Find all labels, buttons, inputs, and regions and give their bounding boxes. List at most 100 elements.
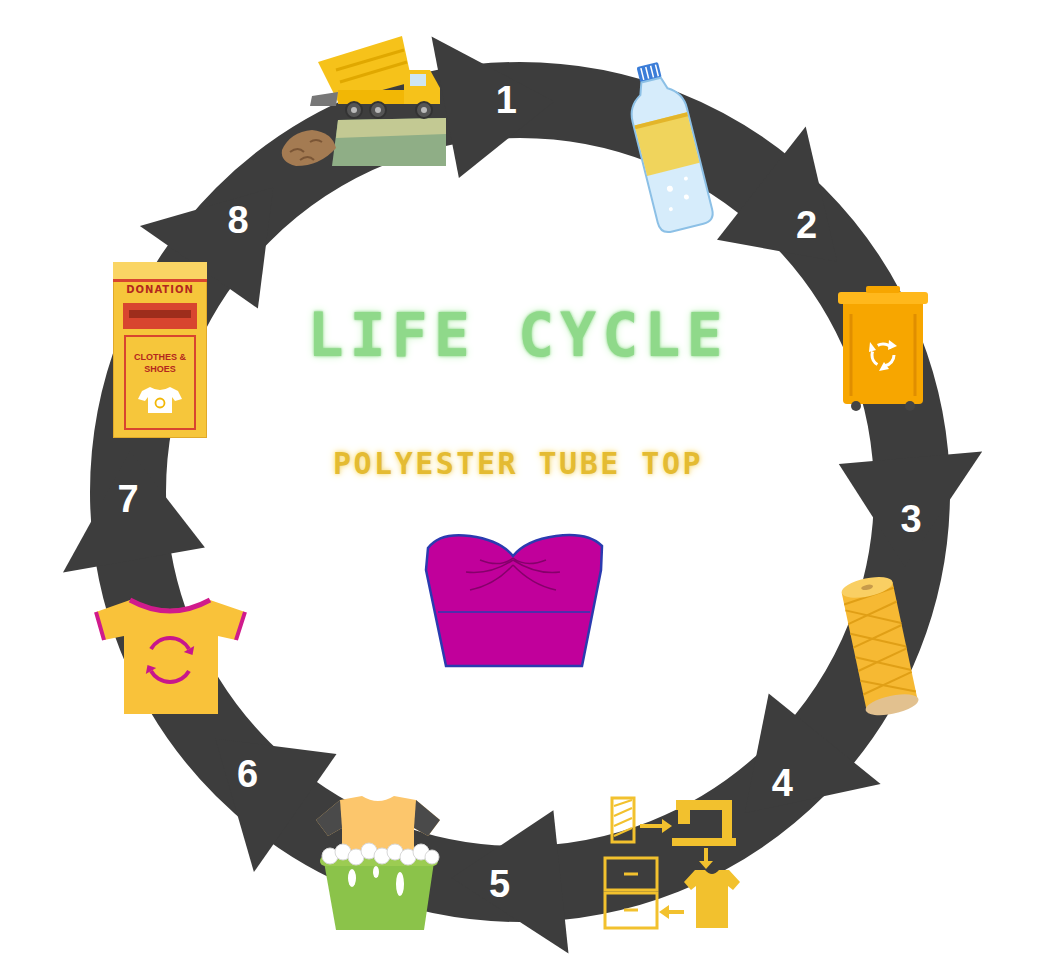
recycling-bin-icon	[869, 342, 876, 352]
landfill-truck-icon	[310, 92, 338, 106]
landfill-truck-icon	[346, 102, 362, 118]
tube-top-illustration	[438, 611, 590, 613]
landfill-truck-icon	[282, 130, 336, 166]
arrow-head	[215, 739, 336, 872]
plastic-bottle-icon	[641, 65, 658, 80]
callout-number: 2	[796, 206, 817, 244]
yarn-spool-icon	[839, 573, 921, 719]
plastic-bottle-icon	[668, 207, 673, 212]
callout-number: 1	[496, 81, 517, 119]
callout-number: 6	[237, 755, 258, 793]
reuse-shirt-icon	[151, 671, 189, 682]
callout-number: 7	[118, 480, 139, 518]
arrow-head	[839, 452, 982, 567]
plastic-bottle-icon	[684, 176, 689, 181]
reuse-shirt-icon	[146, 665, 156, 674]
recycling-bin-icon	[866, 286, 900, 293]
reuse-shirt-icon	[96, 600, 245, 714]
tube-top-illustration	[426, 535, 602, 666]
plastic-bottle-icon	[666, 185, 673, 192]
plastic-bottle-icon	[635, 112, 700, 176]
washing-icon	[316, 800, 342, 836]
landfill-truck-icon	[332, 118, 446, 166]
yarn-spool-icon	[842, 582, 918, 710]
washing-icon	[396, 872, 404, 896]
landfill-truck-icon	[290, 140, 322, 160]
recycle-symbol	[156, 399, 165, 408]
reuse-shirt-icon	[151, 638, 189, 649]
arrow-head	[63, 451, 205, 573]
washing-icon	[316, 796, 440, 930]
yarn-spool-icon	[861, 584, 874, 591]
manufacturing-icon	[684, 870, 740, 928]
landfill-truck-icon	[416, 102, 432, 118]
recycling-bin-icon	[851, 314, 915, 396]
bin-heading: DONATION	[113, 284, 207, 296]
panel-text: CLOTHES & SHOES	[126, 337, 194, 375]
manufacturing-icon	[678, 810, 690, 824]
callout-number: 5	[489, 865, 510, 903]
arrow-head	[452, 810, 569, 953]
landfill-truck-icon	[421, 107, 427, 113]
panel-art	[126, 337, 194, 428]
landfill-truck-icon	[375, 107, 381, 113]
donation-bin: DONATION CLOTHES & SHOES	[113, 262, 207, 438]
manufacturing-icon	[624, 874, 638, 910]
washing-icon	[324, 862, 434, 930]
callout-number: 3	[900, 500, 921, 538]
manufacturing-icon	[722, 800, 732, 840]
arrow-heads	[63, 37, 982, 954]
callout-number: 4	[772, 764, 793, 802]
recycling-bin-icon	[879, 362, 889, 371]
plastic-bottle-icon	[624, 73, 715, 234]
landfill-truck-icon	[404, 70, 440, 104]
manufacturing-icon	[640, 824, 662, 828]
reuse-shirt-icon	[130, 600, 210, 611]
manufacturing-icon	[605, 798, 740, 928]
yarn-spool-icon	[840, 573, 895, 601]
manufacturing-icon	[612, 798, 634, 842]
manufacturing-icon	[662, 819, 672, 833]
landfill-truck-icon	[370, 102, 386, 118]
arrow-head	[432, 37, 555, 178]
yarn-spool-icon	[864, 690, 921, 719]
manufacturing-icon	[704, 848, 708, 862]
bin-stripe	[113, 279, 207, 282]
landfill-truck-icon	[282, 36, 446, 166]
recycling-bin-icon	[888, 340, 897, 350]
subtitle-label: POLYESTER TUBE TOP	[333, 446, 703, 481]
donation-panel: CLOTHES & SHOES	[124, 335, 196, 430]
manufacturing-icon	[672, 838, 736, 846]
callout-number: 8	[227, 201, 248, 239]
reuse-shirt-icon	[184, 646, 194, 655]
washing-icon	[414, 800, 440, 836]
tube-top-illustration	[426, 535, 602, 666]
reuse-shirt-icon	[96, 612, 245, 640]
recycling-bin-icon	[905, 401, 915, 411]
recycling-bin-icon	[838, 292, 928, 304]
recycling-bin-icon	[851, 401, 861, 411]
manufacturing-icon	[659, 905, 669, 919]
manufacturing-icon	[699, 861, 713, 869]
recycling-bin-icon	[838, 286, 928, 411]
landfill-truck-icon	[351, 107, 357, 113]
washing-icon	[425, 850, 439, 864]
plastic-bottle-icon	[683, 194, 689, 200]
manufacturing-icon	[668, 910, 684, 914]
washing-icon	[373, 866, 379, 878]
landfill-truck-icon	[410, 74, 426, 86]
landfill-truck-icon	[336, 50, 407, 82]
bin-lid	[113, 262, 207, 279]
cycle-ring	[128, 100, 912, 884]
plastic-bottle-icon	[620, 58, 715, 235]
bin-slot	[129, 310, 191, 318]
arrow-head	[745, 693, 881, 813]
bin-slot	[123, 303, 197, 329]
reuse-shirt-icon	[96, 600, 245, 714]
tube-top-illustration	[466, 558, 560, 590]
recycling-bin-icon	[843, 300, 923, 404]
yarn-spool-icon	[843, 588, 916, 702]
shirt-symbol	[138, 387, 182, 413]
landfill-truck-icon	[336, 118, 446, 138]
